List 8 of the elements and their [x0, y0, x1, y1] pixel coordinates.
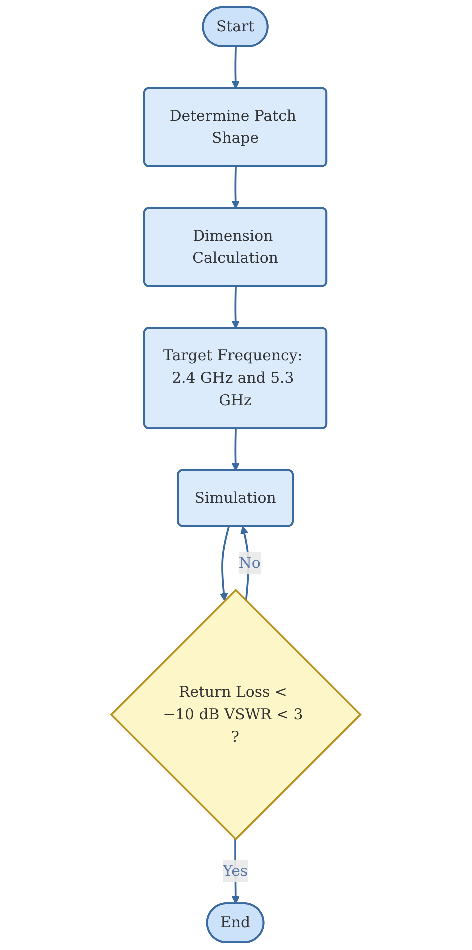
- arrow: [232, 428, 240, 472]
- node-diamond: Return Loss < −10 dB VSWR < 3 ?: [110, 588, 362, 841]
- edge-label: No: [238, 554, 261, 572]
- arrow: [232, 46, 240, 90]
- arrow: [220, 526, 230, 602]
- edge-label: Yes: [223, 862, 248, 880]
- arrow: [232, 166, 240, 210]
- arrow: [232, 286, 240, 329]
